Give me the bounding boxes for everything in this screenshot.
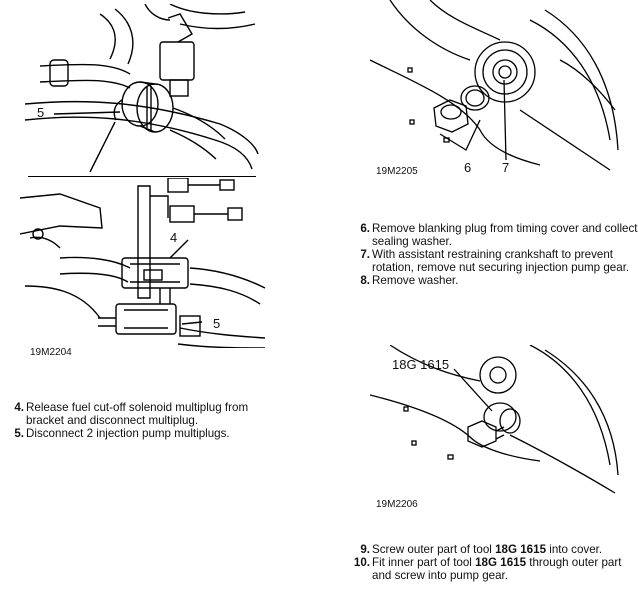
tool-number: 18G 1615 [475,556,527,569]
figure-solenoid-plug: 5 [20,4,260,174]
figure-code-19M2205: 19M2205 [376,166,418,177]
step-text: With assistant restraining crankshaft to… [372,248,630,274]
step-text-post: through outer part and screw into pump g… [372,556,622,582]
tool-number: 18G 1615 [495,543,547,556]
step-text-pre: Screw outer part of tool [372,543,496,556]
solenoid-plug-illustration [24,4,259,173]
callout-6: 6 [464,160,472,175]
step-4: 4. Release fuel cut-off solenoid multipl… [6,401,271,427]
step-number: 10. [353,556,370,569]
step-number: 6. [360,222,370,235]
step-8: 8. Remove washer. [352,274,638,287]
step-text: Screw outer part of tool 18G 1615 into c… [372,543,638,556]
step-text: Fit inner part of tool 18G 1615 through … [372,556,638,582]
figure-code-19M2206: 19M2206 [376,499,418,510]
step-text-post: into cover. [546,543,603,556]
step-7: 7. With assistant restraining crankshaft… [352,248,638,274]
step-10: 10. Fit inner part of tool 18G 1615 thro… [352,556,638,582]
tool-fitted-illustration [370,345,619,494]
tool-label-18G-1615: 18G 1615 [392,357,450,372]
callout-5-top: 5 [37,105,45,120]
figure-code-19M2204: 19M2204 [30,347,72,358]
steps-right-b: 9. Screw outer part of tool 18G 1615 int… [352,543,638,582]
callout-4: 4 [170,230,178,245]
step-text: Remove washer. [372,274,459,287]
step-number: 5. [14,427,24,440]
injection-pump-illustration [20,178,266,348]
step-number: 4. [14,401,24,414]
step-text: Release fuel cut-off solenoid multiplug … [26,401,249,427]
steps-right-a: 6. Remove blanking plug from timing cove… [352,222,638,287]
step-number: 8. [360,274,370,287]
callout-7: 7 [502,160,510,175]
callout-5-mid: 5 [213,316,221,331]
figure-tool-fitted: 18G 1615 [370,345,620,495]
step-5: 5. Disconnect 2 injection pump multiplug… [6,427,271,440]
step-text: Disconnect 2 injection pump multiplugs. [26,427,230,440]
step-6: 6. Remove blanking plug from timing cove… [352,222,638,248]
step-number: 7. [360,248,370,261]
figure-timing-cover-plug: 6 7 [370,0,620,175]
figure-injection-pump-multiplugs: 4 5 [20,178,270,348]
step-9: 9. Screw outer part of tool 18G 1615 int… [352,543,638,556]
step-text: Remove blanking plug from timing cover a… [372,222,638,248]
figure-divider [28,176,256,177]
steps-left: 4. Release fuel cut-off solenoid multipl… [6,401,271,440]
timing-cover-illustration [370,0,619,171]
step-number: 9. [360,543,370,556]
step-text-pre: Fit inner part of tool [372,556,476,569]
